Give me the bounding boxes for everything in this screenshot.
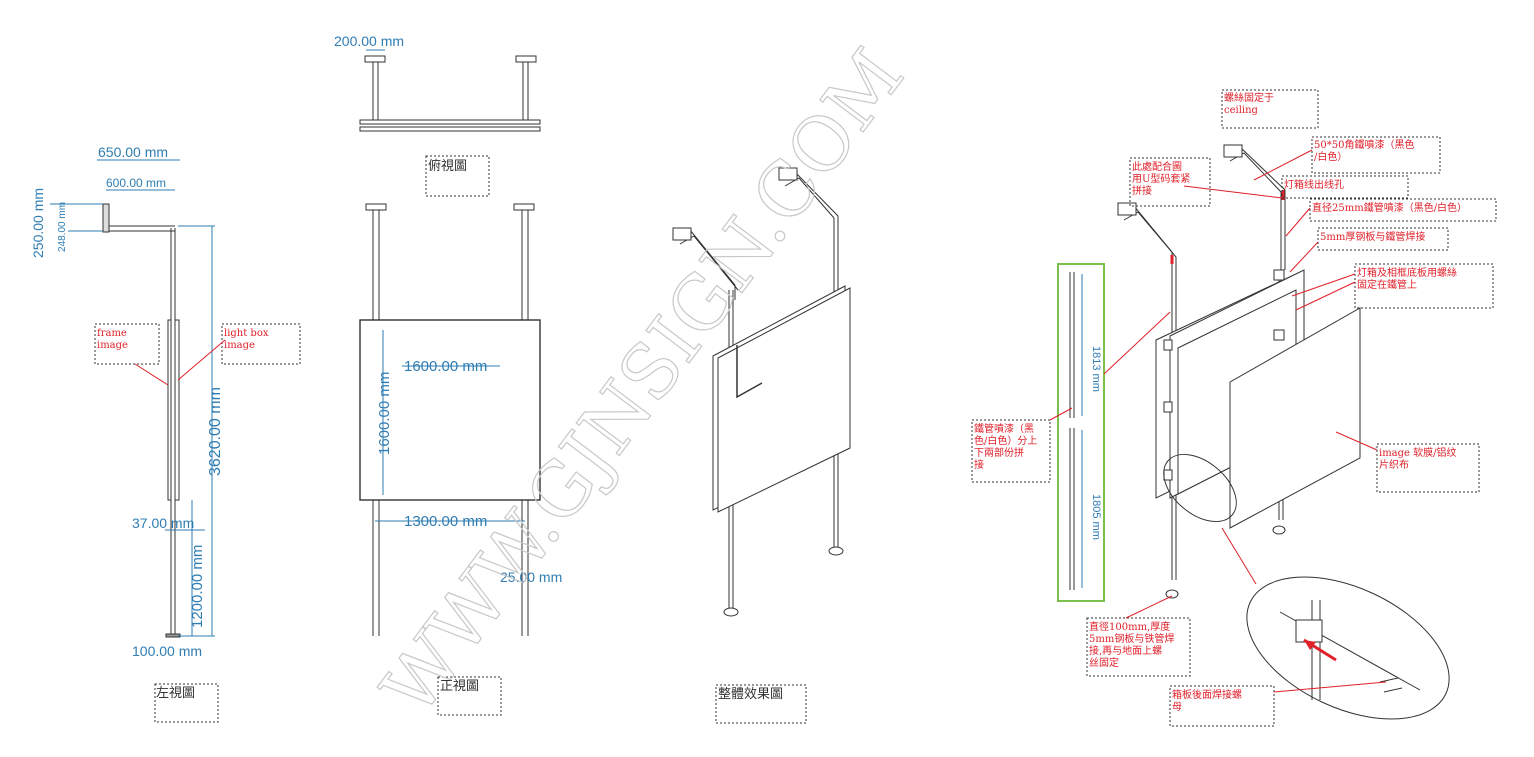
caption-left-view: 左視圖 [156,686,195,701]
left-view-lightbox [174,319,180,501]
iso-view-lightbox [717,287,851,513]
zoom-detail [1246,576,1450,720]
dim-left-arm: 600.00 mm [106,176,166,190]
dim-top-width: 200.00 mm [334,33,404,49]
front-view-panel [359,319,541,501]
note-pipe-split: 鐵管噴漆（黑色/白色）分上下兩部份拼接 [974,422,1037,471]
dim-left-width: 650.00 mm [98,144,168,160]
left-view: 650.00 mm 600.00 mm 250.00 mm 248.00 mm … [30,144,301,723]
dim-left-total-height: 3620.00 mm [207,387,224,476]
dim-upper-pipe: 1813 mm [1090,346,1102,392]
dim-lower-pipe: 1805 mm [1090,494,1102,540]
note-plate5: 5mm厚钢板与鐵管焊接 [1320,230,1425,243]
top-view: 200.00 mm 俯視圖 [334,33,541,197]
dim-left-head-outer: 250.00 mm [30,188,46,258]
caption-top-view: 俯視圖 [428,158,467,174]
note-pipe25: 直径25mm鐵管噴漆（黑色/白色） [1312,201,1467,214]
dim-left-base: 100.00 mm [132,643,202,659]
left-view-ceiling-plate [102,203,110,233]
note-joint: 此處配合圖用U型码套紧拼接 [1132,160,1190,197]
caption-front-view: 正視圖 [440,679,479,694]
dim-front-spacing: 1300.00 mm [404,513,487,530]
dim-left-thickness: 37.00 mm [132,515,194,531]
dim-left-bottom: 1200.00 mm [189,545,206,628]
dim-front-pipe: 25.00 mm [500,569,562,585]
detail-view: 1813 mm 1805 mm [971,89,1497,727]
fabric-panel [1229,307,1361,529]
dim-front-width: 1600.00 mm [404,358,487,375]
pipe-detail-box [1057,263,1105,602]
left-view-frame [167,319,172,501]
caption-iso-view: 整體效果圖 [718,687,783,702]
note-cable-hole: 灯箱线出线孔 [1284,178,1344,191]
note-box-mount: 灯箱及相框底板用螺絲固定在鐵管上 [1357,266,1457,291]
dim-front-height: 1600.00 mm [376,372,393,455]
dim-left-head-inner: 248.00 mm [57,202,68,252]
front-view: 1600.00 mm 1600.00 mm 1300.00 mm 25.00 m… [359,203,562,716]
note-nut: 箱板後面焊接螺母 [1172,688,1242,713]
note-square-tube: 50*50角鐵噴漆（黑色/白色） [1314,138,1414,163]
note-fabric: image 软膜/铝纹片织布 [1379,446,1457,471]
iso-view: 整體效果圖 [672,167,851,724]
